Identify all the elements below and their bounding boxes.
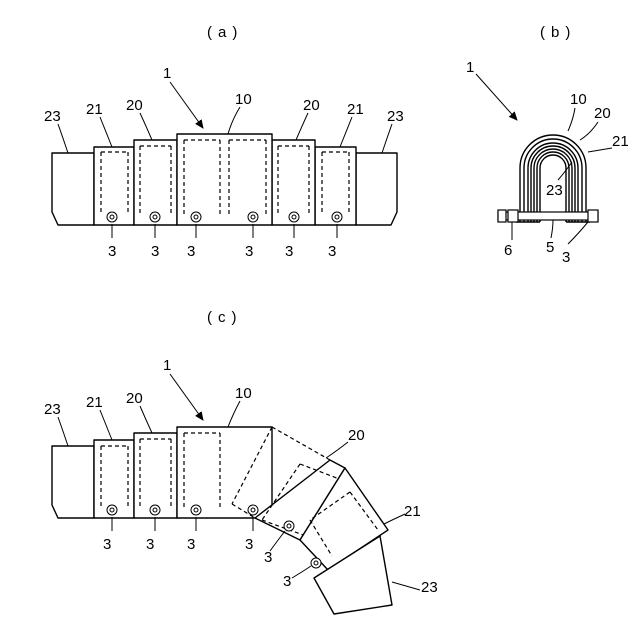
bolt-icon xyxy=(194,215,198,219)
label-20-right: 20 xyxy=(303,97,320,114)
leader-20-right-c xyxy=(326,442,348,458)
bolt-icon xyxy=(153,215,157,219)
label-23-c: 23 xyxy=(44,401,61,418)
label-3: 3 xyxy=(245,243,253,260)
leader-20-left xyxy=(140,113,152,140)
label-3: 3 xyxy=(285,243,293,260)
bolt-icon xyxy=(335,215,339,219)
leader-3-c xyxy=(270,531,285,551)
plate-23-left-c xyxy=(52,446,94,518)
label-21-right-c: 21 xyxy=(404,503,421,520)
bolt-icon xyxy=(251,508,255,512)
label-3-c: 3 xyxy=(264,549,272,566)
label-3: 3 xyxy=(187,243,195,260)
leader-23-c xyxy=(58,417,68,446)
leader-20-b xyxy=(580,122,598,140)
bolt-icon xyxy=(251,215,255,219)
label-3-c: 3 xyxy=(187,536,195,553)
bolt-icon xyxy=(314,561,318,565)
bolt-icon xyxy=(110,215,114,219)
plate-10-c xyxy=(177,427,272,518)
nut-icon xyxy=(508,210,518,222)
label-assembly-c: 1 xyxy=(163,357,171,374)
label-3-c: 3 xyxy=(103,536,111,553)
label-3-c: 3 xyxy=(146,536,154,553)
label-3: 3 xyxy=(108,243,116,260)
arrow-icon xyxy=(476,74,517,120)
label-3-c: 3 xyxy=(283,573,291,590)
leader-21-right xyxy=(340,117,352,147)
plate-10 xyxy=(177,134,272,225)
label-20-b: 20 xyxy=(594,105,611,122)
label-21-right: 21 xyxy=(347,101,364,118)
label-10: 10 xyxy=(235,91,252,108)
panel-a: (a) 1 10 20 20 xyxy=(44,24,404,260)
label-10-b: 10 xyxy=(570,91,587,108)
bolt-icon xyxy=(110,508,114,512)
leader-21-left xyxy=(100,117,112,147)
label-3: 3 xyxy=(151,243,159,260)
arrow-icon xyxy=(170,374,203,420)
label-23-b: 23 xyxy=(546,182,563,199)
label-20-right-c: 20 xyxy=(348,427,365,444)
label-23-right: 23 xyxy=(387,108,404,125)
leader-5 xyxy=(551,220,553,238)
leader-23-left xyxy=(58,124,68,153)
leader-10 xyxy=(228,107,240,134)
panel-c-caption: (c) xyxy=(207,309,243,326)
leader-20-right xyxy=(296,113,308,140)
label-21-b: 21 xyxy=(612,133,629,150)
bolt-icon xyxy=(292,215,296,219)
label-20-c: 20 xyxy=(126,390,143,407)
leader-3-b xyxy=(568,222,588,244)
panel-b: (b) 1 10 20 21 23 6 5 xyxy=(466,24,629,266)
label-21-left: 21 xyxy=(86,101,103,118)
label-23-right-c: 23 xyxy=(421,579,438,596)
label-6: 6 xyxy=(504,242,512,259)
leader-21-right-c xyxy=(384,514,405,524)
panel-b-caption: (b) xyxy=(540,24,576,41)
label-21-c: 21 xyxy=(86,394,103,411)
leader-21-c xyxy=(100,410,112,440)
label-10-c: 10 xyxy=(235,385,252,402)
arrow-icon xyxy=(170,82,203,128)
label-3-b: 3 xyxy=(562,249,570,266)
label-3-c: 3 xyxy=(245,536,253,553)
leader-10-c xyxy=(228,401,240,427)
leader-23-right-c xyxy=(392,582,420,590)
label-assembly-b: 1 xyxy=(466,59,474,76)
bolt-icon xyxy=(153,508,157,512)
leader-10-b xyxy=(568,108,575,131)
bolt-icon xyxy=(194,508,198,512)
plate-23-right xyxy=(356,153,397,225)
bolt-icon xyxy=(287,524,291,528)
leader-20-c xyxy=(140,406,152,433)
leader-21-b xyxy=(588,148,612,152)
u-layers xyxy=(516,135,590,222)
leader-23-right xyxy=(382,124,392,153)
panel-a-caption: (a) xyxy=(207,24,243,41)
label-20-left: 20 xyxy=(126,97,143,114)
nut-icon xyxy=(498,210,506,222)
plate-23-left xyxy=(52,153,94,225)
label-assembly: 1 xyxy=(163,65,171,82)
label-3: 3 xyxy=(328,243,336,260)
panel-c: (c) 1 10 20 21 23 xyxy=(44,309,438,614)
leader-3-c xyxy=(292,566,311,578)
label-23-left: 23 xyxy=(44,108,61,125)
nut-icon xyxy=(588,210,598,222)
label-5: 5 xyxy=(546,239,554,256)
